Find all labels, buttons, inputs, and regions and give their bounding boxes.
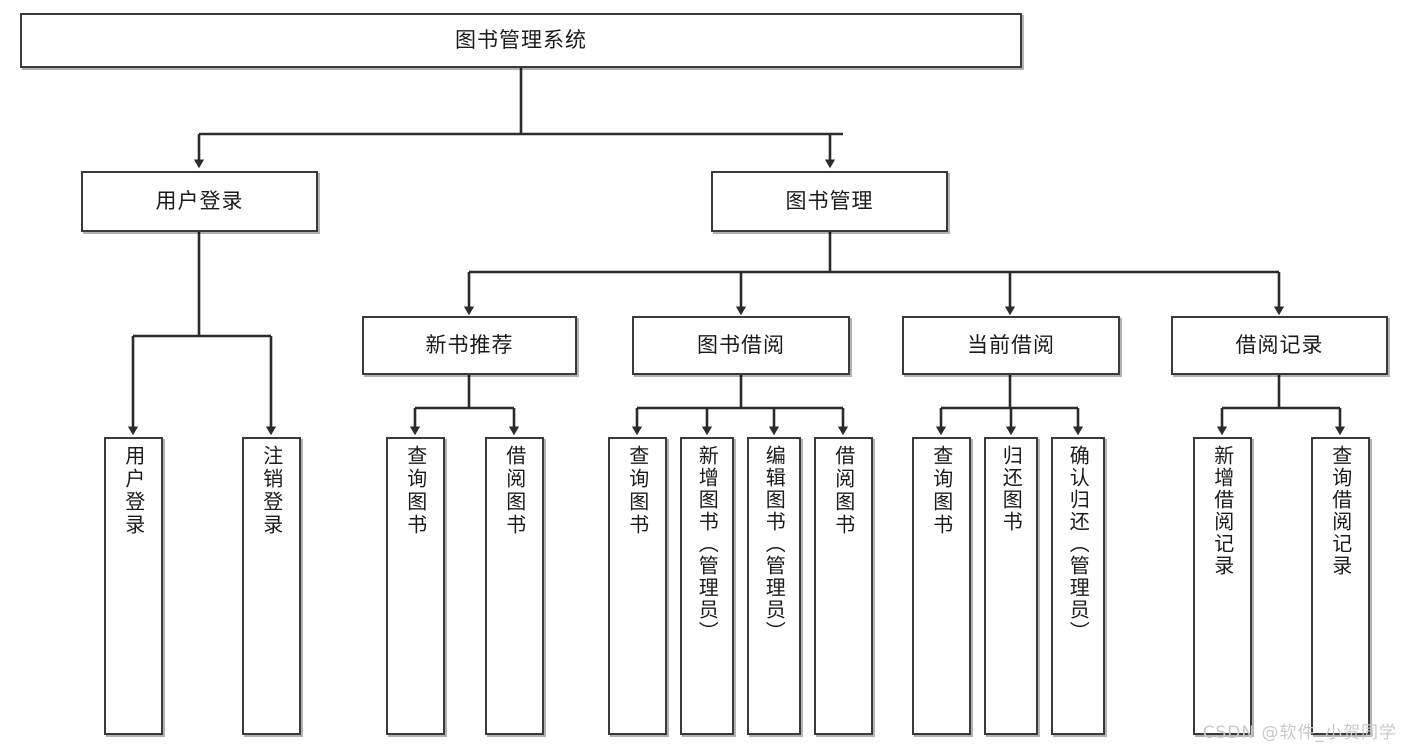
node-new-book-recommend[interactable]: 新书推荐 [362, 316, 577, 375]
leaf-confirm-return[interactable]: 确认归还（管理员） [1051, 437, 1105, 735]
leaf-query-book-3[interactable]: 查询图书 [912, 437, 971, 735]
node-new-book-recommend-label: 新书推荐 [425, 333, 514, 358]
node-root-label: 图书管理系统 [455, 28, 587, 53]
leaf-query-book-1[interactable]: 查询图书 [386, 437, 445, 735]
leaf-add-book-label: 新增图书（管理员） [695, 445, 720, 643]
leaf-query-book-1-label: 查询图书 [403, 445, 428, 537]
node-user-login[interactable]: 用户登录 [81, 171, 318, 232]
leaf-logout-login-label: 注销登录 [259, 445, 284, 537]
leaf-borrow-book-1-label: 借阅图书 [502, 445, 527, 537]
leaf-return-book-label: 归还图书 [999, 445, 1024, 533]
node-current-borrow[interactable]: 当前借阅 [902, 316, 1120, 375]
leaf-query-book-2-label: 查询图书 [625, 445, 650, 537]
node-book-borrow-label: 图书借阅 [697, 333, 785, 358]
leaf-query-book-3-label: 查询图书 [929, 445, 954, 537]
leaf-borrow-book-1[interactable]: 借阅图书 [485, 437, 544, 735]
leaf-add-record-label: 新增借阅记录 [1210, 445, 1235, 577]
node-book-borrow[interactable]: 图书借阅 [632, 316, 850, 375]
leaf-return-book[interactable]: 归还图书 [984, 437, 1038, 735]
leaf-query-record[interactable]: 查询借阅记录 [1311, 437, 1370, 735]
node-book-management[interactable]: 图书管理 [711, 171, 948, 232]
node-borrow-record-label: 借阅记录 [1235, 333, 1324, 358]
node-user-login-label: 用户登录 [155, 189, 244, 214]
node-current-borrow-label: 当前借阅 [967, 333, 1055, 358]
leaf-user-login[interactable]: 用户登录 [104, 437, 163, 735]
leaf-user-login-label: 用户登录 [121, 445, 146, 537]
node-root[interactable]: 图书管理系统 [20, 13, 1022, 68]
leaf-borrow-book-2[interactable]: 借阅图书 [814, 437, 873, 735]
leaf-edit-book[interactable]: 编辑图书（管理员） [747, 437, 801, 735]
csdn-watermark: CSDN @软件_小贺同学 [1202, 723, 1397, 743]
node-book-management-label: 图书管理 [785, 189, 874, 214]
leaf-logout-login[interactable]: 注销登录 [242, 437, 301, 735]
leaf-add-record[interactable]: 新增借阅记录 [1193, 437, 1252, 735]
leaf-query-book-2[interactable]: 查询图书 [608, 437, 667, 735]
leaf-add-book[interactable]: 新增图书（管理员） [680, 437, 734, 735]
leaf-edit-book-label: 编辑图书（管理员） [762, 445, 787, 643]
leaf-borrow-book-2-label: 借阅图书 [831, 445, 856, 537]
node-borrow-record[interactable]: 借阅记录 [1171, 316, 1388, 375]
leaf-confirm-return-label: 确认归还（管理员） [1066, 445, 1091, 643]
leaf-query-record-label: 查询借阅记录 [1328, 445, 1353, 577]
